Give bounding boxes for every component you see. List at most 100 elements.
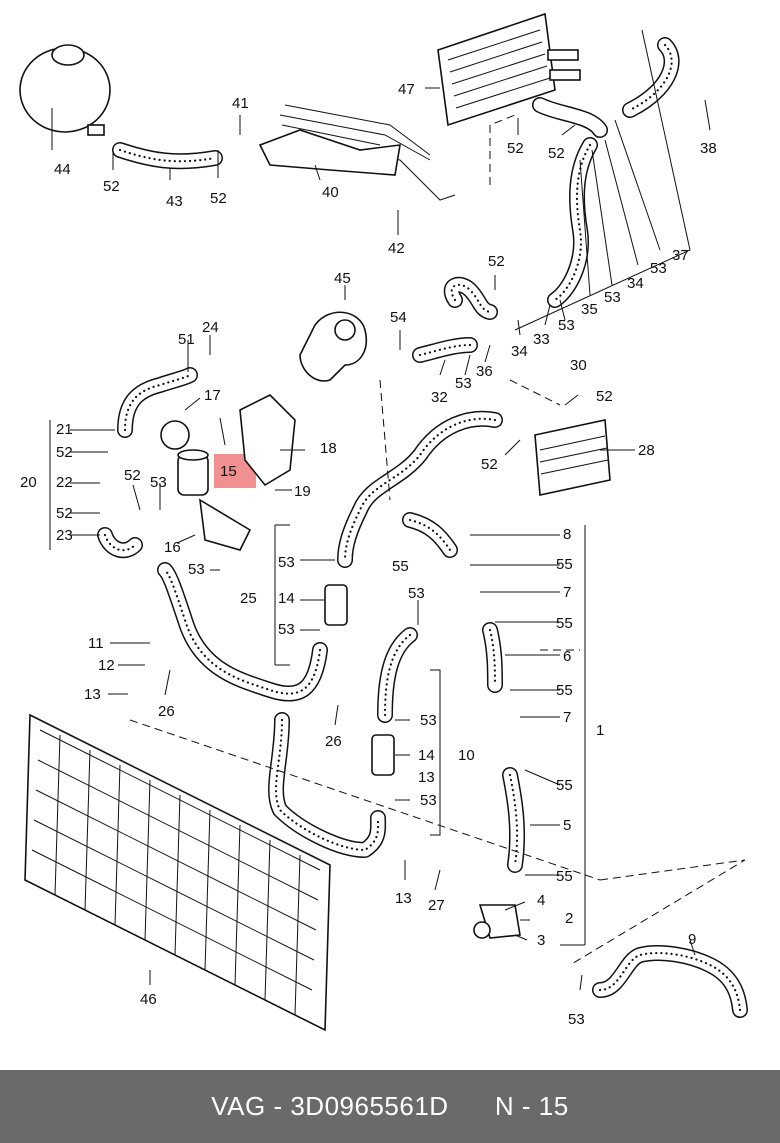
hose-8 — [402, 512, 458, 558]
diagram-canvas: 44 52 43 52 41 40 42 47 52 52 38 37 53 3… — [19, 12, 748, 1032]
callout-40: 40 — [322, 184, 339, 201]
callout-1: 1 — [596, 722, 604, 739]
callout-30: 30 — [570, 357, 587, 374]
callout-13: 13 — [418, 769, 435, 786]
callout-6: 6 — [563, 648, 571, 665]
callout-52: 52 — [596, 388, 613, 405]
hose-10 — [377, 627, 418, 723]
callout-52: 52 — [507, 140, 524, 157]
callout-9: 9 — [688, 931, 696, 948]
callout-53: 53 — [408, 585, 425, 602]
callout-52: 52 — [56, 505, 73, 522]
callout-55: 55 — [556, 615, 573, 632]
callout-53: 53 — [278, 621, 295, 638]
callout-34: 34 — [627, 275, 644, 292]
hose-43 — [112, 142, 223, 170]
callout-13: 13 — [84, 686, 101, 703]
spacer — [449, 1091, 495, 1122]
leader-lines — [49, 29, 711, 991]
callout-53: 53 — [420, 792, 437, 809]
part-number: 3D0965561D — [290, 1091, 449, 1121]
callout-52: 52 — [124, 467, 141, 484]
hose-radiator — [268, 712, 387, 858]
callout-26: 26 — [325, 733, 342, 750]
callout-25: 25 — [240, 590, 257, 607]
callout-13: 13 — [395, 890, 412, 907]
callout-53: 53 — [568, 1011, 585, 1028]
hose-33 — [532, 97, 608, 308]
callout-52: 52 — [103, 178, 120, 195]
callout-27: 27 — [428, 897, 445, 914]
callout-23: 23 — [56, 527, 73, 544]
heater-core-47 — [437, 12, 581, 127]
pipe-assembly-40 — [258, 104, 456, 201]
callout-12: 12 — [98, 657, 115, 674]
callout-14: 14 — [278, 590, 295, 607]
callout-4: 4 — [537, 892, 545, 909]
callout-21: 21 — [56, 421, 73, 438]
callout-11: 11 — [88, 635, 104, 652]
callout-52: 52 — [488, 253, 505, 270]
parts-diagram: 44 52 43 52 41 40 42 47 52 52 38 37 53 3… — [19, 12, 748, 1032]
callout-10: 10 — [458, 747, 475, 764]
callout-53: 53 — [150, 474, 167, 491]
hose-main-lower — [157, 562, 328, 702]
callout-53: 53 — [188, 561, 205, 578]
callout-53: 53 — [604, 289, 621, 306]
bracket-18 — [239, 394, 296, 487]
callout-28: 28 — [638, 442, 655, 459]
callout-38: 38 — [700, 140, 717, 157]
callout-42: 42 — [388, 240, 405, 257]
callout-16: 16 — [164, 539, 181, 556]
hose-37 — [622, 37, 680, 118]
hose-main-upper — [337, 410, 503, 568]
hose-5 — [502, 767, 526, 873]
callout-54: 54 — [390, 309, 407, 326]
callout-7: 7 — [563, 584, 571, 601]
callout-55: 55 — [556, 682, 573, 699]
callout-51: 51 — [178, 331, 195, 348]
hose-21 — [117, 367, 198, 438]
callout-36: 36 — [476, 363, 493, 380]
callout-53: 53 — [278, 554, 295, 571]
callout-47: 47 — [398, 81, 415, 98]
flange-45 — [299, 311, 367, 382]
callout-20: 20 — [20, 474, 37, 491]
position-label: N - 15 — [494, 1091, 569, 1121]
hose-23 — [97, 527, 143, 559]
callout-24: 24 — [202, 319, 219, 336]
expansion-tank-44 — [19, 44, 111, 136]
filter-14b — [371, 734, 395, 776]
callout-26: 26 — [158, 703, 175, 720]
hose-9 — [592, 945, 748, 1018]
callout-35: 35 — [581, 301, 598, 318]
callout-5: 5 — [563, 817, 571, 834]
callout-52: 52 — [548, 145, 565, 162]
callout-43: 43 — [166, 193, 183, 210]
callout-18: 18 — [320, 440, 337, 457]
hose-group — [97, 37, 748, 1018]
callout-52: 52 — [56, 444, 73, 461]
callout-19: 19 — [294, 483, 311, 500]
callout-41: 41 — [232, 95, 249, 112]
callout-15: 15 — [220, 463, 237, 480]
callout-22: 22 — [56, 474, 73, 491]
callout-53: 53 — [650, 260, 667, 277]
t-piece-2 — [473, 904, 521, 939]
part-info-footer: VAG - 3D0965561D N - 15 — [0, 1070, 780, 1143]
pump-15 — [160, 420, 252, 551]
reference-lines — [129, 114, 746, 966]
callout-33: 33 — [533, 331, 550, 348]
separator: - — [265, 1091, 291, 1121]
radiator-46 — [24, 713, 331, 1032]
callout-37: 37 — [672, 247, 689, 264]
callout-7: 7 — [563, 709, 571, 726]
callout-53: 53 — [558, 317, 575, 334]
callout-2: 2 — [565, 910, 573, 927]
callout-3: 3 — [537, 932, 545, 949]
callout-32: 32 — [431, 389, 448, 406]
callout-55: 55 — [556, 868, 573, 885]
callout-34: 34 — [511, 343, 528, 360]
callout-52: 52 — [481, 456, 498, 473]
callout-46: 46 — [140, 991, 157, 1008]
